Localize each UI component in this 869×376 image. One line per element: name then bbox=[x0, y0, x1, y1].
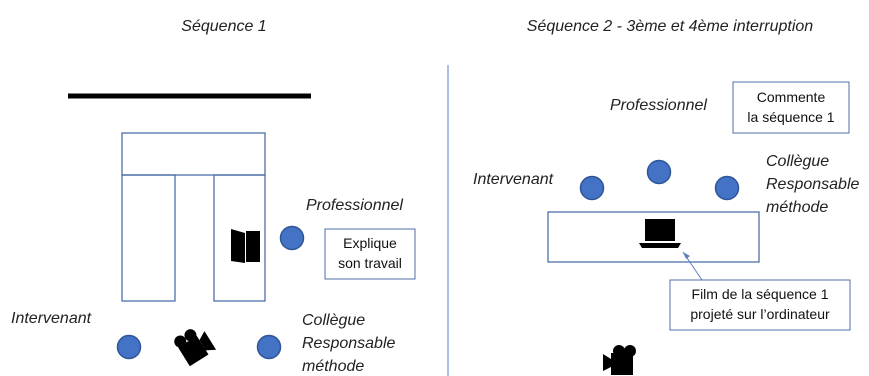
sequence-1-title: Séquence 1 bbox=[181, 18, 266, 35]
collegue-label-2-3: méthode bbox=[766, 199, 828, 216]
left-table bbox=[121, 174, 176, 302]
intervenant-label: Intervenant bbox=[11, 310, 92, 327]
top-table bbox=[121, 132, 266, 176]
door-icon bbox=[231, 229, 260, 263]
collegue-label-2-2: Responsable bbox=[766, 176, 860, 193]
arrow-head bbox=[683, 252, 690, 259]
commente-callout-box bbox=[732, 81, 850, 134]
workstation-layout bbox=[121, 132, 266, 302]
collegue-label-2: Responsable bbox=[302, 335, 396, 352]
collegue-label-2-1: Collègue bbox=[766, 153, 829, 170]
intervenant-label-2: Intervenant bbox=[473, 171, 554, 188]
collegue-label-3: méthode bbox=[302, 358, 364, 375]
intervenant-person bbox=[116, 334, 142, 360]
professionnel-person bbox=[279, 225, 305, 251]
professionnel-label: Professionnel bbox=[306, 197, 403, 214]
film-line-1: Film de la séquence 1 bbox=[692, 286, 829, 302]
video-camera-icon bbox=[174, 329, 217, 367]
sequence-1-panel: Séquence 1 Professionnel Explique son tr… bbox=[11, 18, 416, 375]
collegue-label-1: Collègue bbox=[302, 312, 365, 329]
professionnel-person-2 bbox=[646, 159, 672, 185]
professionnel-label-2: Professionnel bbox=[610, 97, 707, 114]
intervenant-person-2 bbox=[579, 175, 605, 201]
collegue-person-2 bbox=[714, 175, 740, 201]
explique-line-2: son travail bbox=[338, 255, 402, 271]
laptop-icon bbox=[639, 219, 681, 248]
explique-callout-box bbox=[324, 228, 416, 280]
commente-line-1: Commente bbox=[757, 89, 826, 105]
sequence-2-panel: Séquence 2 - 3ème et 4ème interruption P… bbox=[473, 18, 860, 375]
explique-line-1: Explique bbox=[343, 235, 397, 251]
collegue-person bbox=[256, 334, 282, 360]
right-table bbox=[213, 174, 266, 302]
video-camera-icon-2 bbox=[603, 345, 636, 375]
film-line-2: projeté sur l’ordinateur bbox=[690, 306, 830, 322]
sequence-2-title: Séquence 2 - 3ème et 4ème interruption bbox=[527, 18, 814, 35]
meeting-table bbox=[547, 211, 760, 263]
commente-line-2: la séquence 1 bbox=[747, 109, 834, 125]
film-callout-box bbox=[669, 279, 851, 331]
